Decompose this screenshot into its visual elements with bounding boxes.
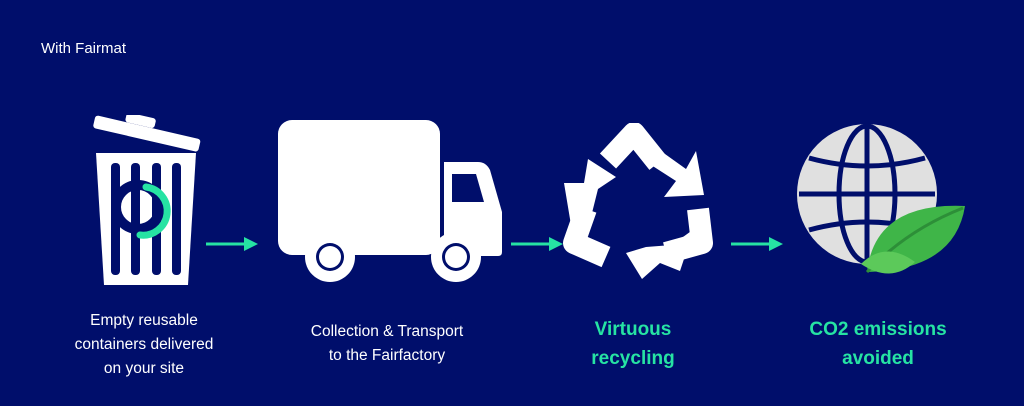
globe-leaf-icon [797, 123, 965, 274]
recycle-icon [563, 123, 713, 279]
diagram-title: With Fairmat [41, 40, 127, 57]
trash-bin-icon [93, 115, 201, 285]
arrow-right-icon [511, 237, 563, 251]
step-caption-delivery: Empty reusable containers delivered on y… [74, 312, 214, 377]
step-caption-collection: Collection & Transport to the Fairfactor… [310, 323, 464, 364]
truck-icon [278, 120, 502, 282]
step-caption-recycling: Virtuous recycling [591, 319, 675, 369]
step-caption-co2: CO2 emissions avoided [809, 319, 947, 369]
arrow-right-icon [206, 237, 258, 251]
arrow-right-icon [731, 237, 783, 251]
